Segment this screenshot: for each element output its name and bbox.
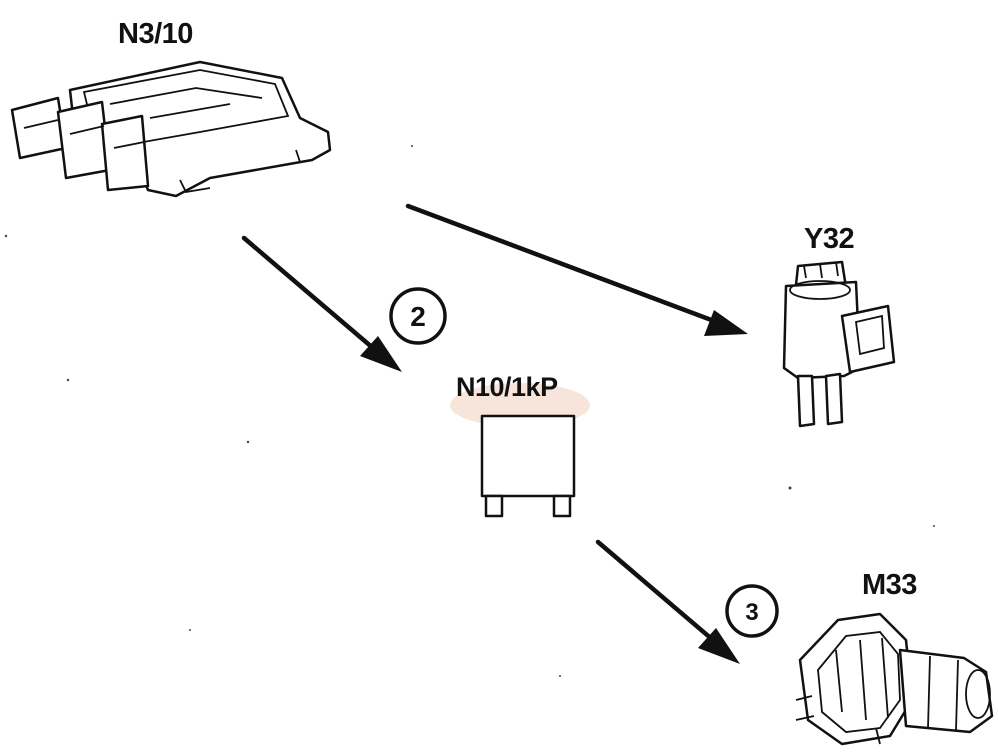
arrow-ecu-to-relay — [241, 235, 402, 372]
valve-y32: Y32 — [782, 223, 896, 428]
arrow-relay-to-motor — [595, 539, 740, 664]
motor-m33: M33 — [795, 569, 994, 746]
marker-2-text: 2 — [410, 301, 426, 332]
relay-icon — [480, 414, 576, 518]
marker-3: 3 — [725, 584, 779, 638]
scan-noise — [4, 145, 935, 677]
ecu-label: N3/10 — [118, 18, 193, 50]
solenoid-valve-icon — [782, 260, 896, 428]
relay-n10: N10/1kP — [456, 372, 576, 518]
motor-label: M33 — [862, 569, 917, 601]
marker-3-text: 3 — [745, 599, 758, 626]
valve-label: Y32 — [804, 223, 854, 255]
ecu-module-icon — [10, 60, 332, 198]
air-pump-motor-icon — [795, 612, 994, 746]
marker-2: 2 — [389, 287, 447, 345]
ecu-module: N3/10 — [10, 18, 332, 198]
relay-label: N10/1kP — [456, 372, 558, 402]
arrow-ecu-to-valve — [405, 203, 748, 336]
